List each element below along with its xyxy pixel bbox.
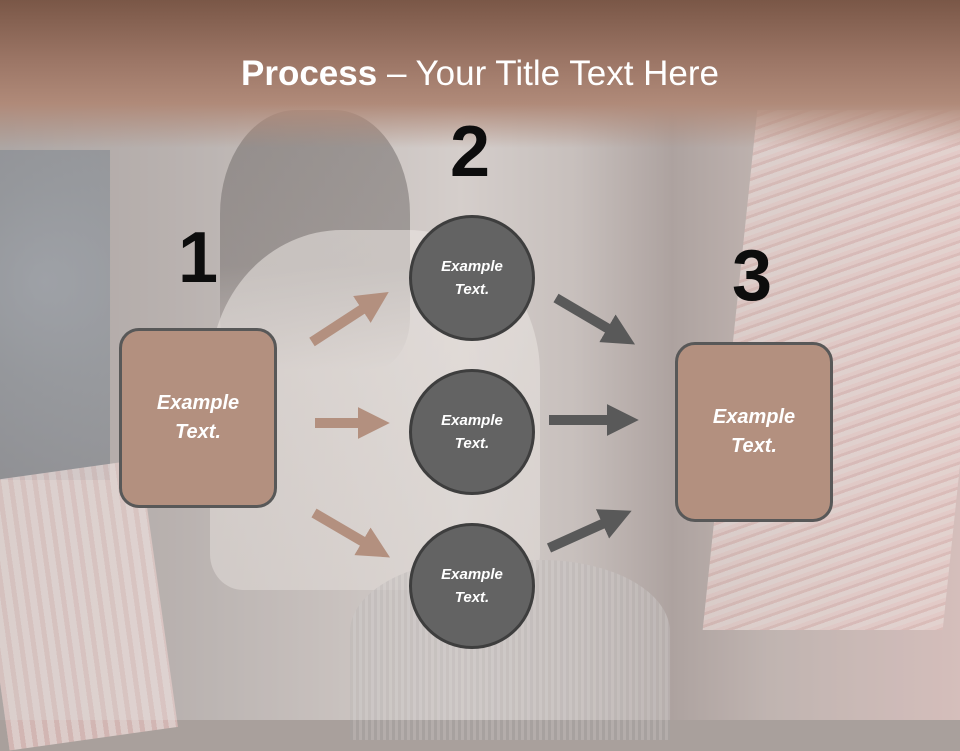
circle-middle-line2: Text.: [454, 435, 490, 452]
step3-box[interactable]: Example Text.: [675, 342, 833, 522]
step2-circle-top[interactable]: Example Text.: [409, 215, 535, 341]
step2-circle-middle[interactable]: Example Text.: [409, 369, 535, 495]
title-rest: – Your Title Text Here: [377, 54, 719, 93]
step1-box-line1: Example: [156, 392, 240, 414]
title-band: [0, 0, 960, 148]
arrow-from-circle-1: [553, 293, 636, 345]
arrow-to-circle-3: [311, 508, 391, 558]
step-number-1: 1: [178, 218, 219, 298]
photo-scarf: [0, 150, 110, 480]
circle-top-line1: Example: [441, 258, 503, 275]
step1-box-line2: Text.: [175, 421, 221, 443]
step3-box-line1: Example: [712, 406, 796, 428]
arrow-from-circle-3: [546, 509, 632, 553]
circle-top-line2: Text.: [454, 281, 490, 298]
connector-arrows: [309, 292, 639, 558]
slide-title[interactable]: Process – Your Title Text Here: [0, 50, 960, 98]
circle-bottom-line2: Text.: [454, 589, 490, 606]
step-number-3: 3: [732, 236, 773, 316]
step1-box[interactable]: Example Text.: [119, 328, 277, 508]
circle-middle-line1: Example: [441, 412, 503, 429]
circle-bottom-line1: Example: [441, 566, 503, 583]
step2-circle-bottom[interactable]: Example Text.: [409, 523, 535, 649]
step3-box-line2: Text.: [731, 435, 777, 457]
step-number-2: 2: [450, 112, 491, 192]
arrow-to-circle-1: [309, 292, 389, 347]
title-bold: Process: [241, 54, 378, 93]
